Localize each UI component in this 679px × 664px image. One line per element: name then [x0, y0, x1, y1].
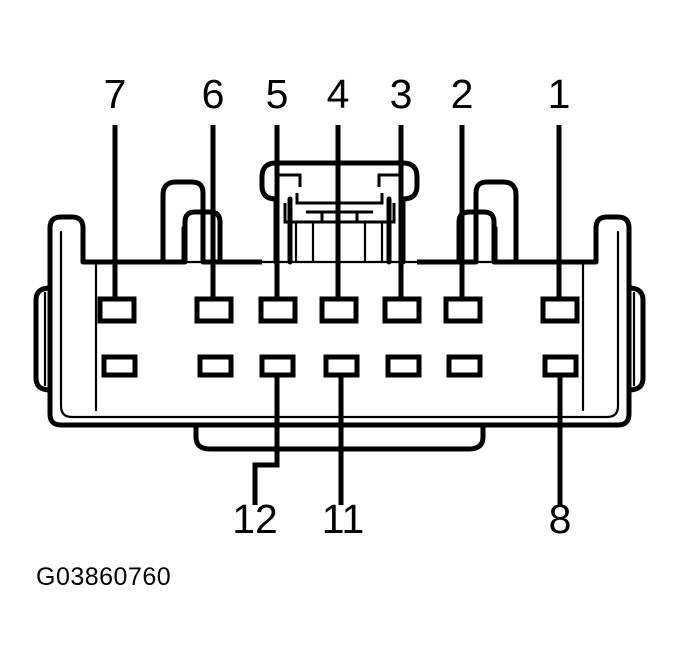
bottom-leader-line: [252, 375, 280, 505]
top-leader-line-group: [112, 125, 562, 299]
left-keyway-rib: [160, 179, 223, 265]
pin-number-label: 12: [232, 496, 278, 542]
pin-number-label: 6: [202, 71, 225, 117]
pin-number-label: 2: [451, 71, 474, 117]
pin-number-label: 4: [327, 71, 350, 117]
pin-number-label: 3: [390, 71, 413, 117]
figure-caption: G03860760: [36, 563, 171, 591]
pin-number-label: 7: [104, 71, 127, 117]
pin-number-label: 8: [549, 496, 572, 542]
right-side-lock-tab: [626, 285, 646, 393]
connector-housing-outline: [47, 214, 632, 428]
center-latch-skirt: [294, 222, 384, 262]
bottom-pin-label-group: 12 11 8: [232, 496, 571, 542]
lower-pin-slot: [385, 354, 422, 378]
pin-number-label: 1: [548, 71, 571, 117]
pin-number-label: 5: [266, 71, 289, 117]
lower-pin-slot: [101, 354, 138, 378]
pin-number-label: 11: [322, 496, 365, 542]
left-side-lock-tab: [33, 285, 53, 393]
lower-pin-slot: [446, 354, 483, 378]
lower-pin-slot: [197, 354, 234, 378]
bottom-leader-line-group: [252, 375, 563, 505]
